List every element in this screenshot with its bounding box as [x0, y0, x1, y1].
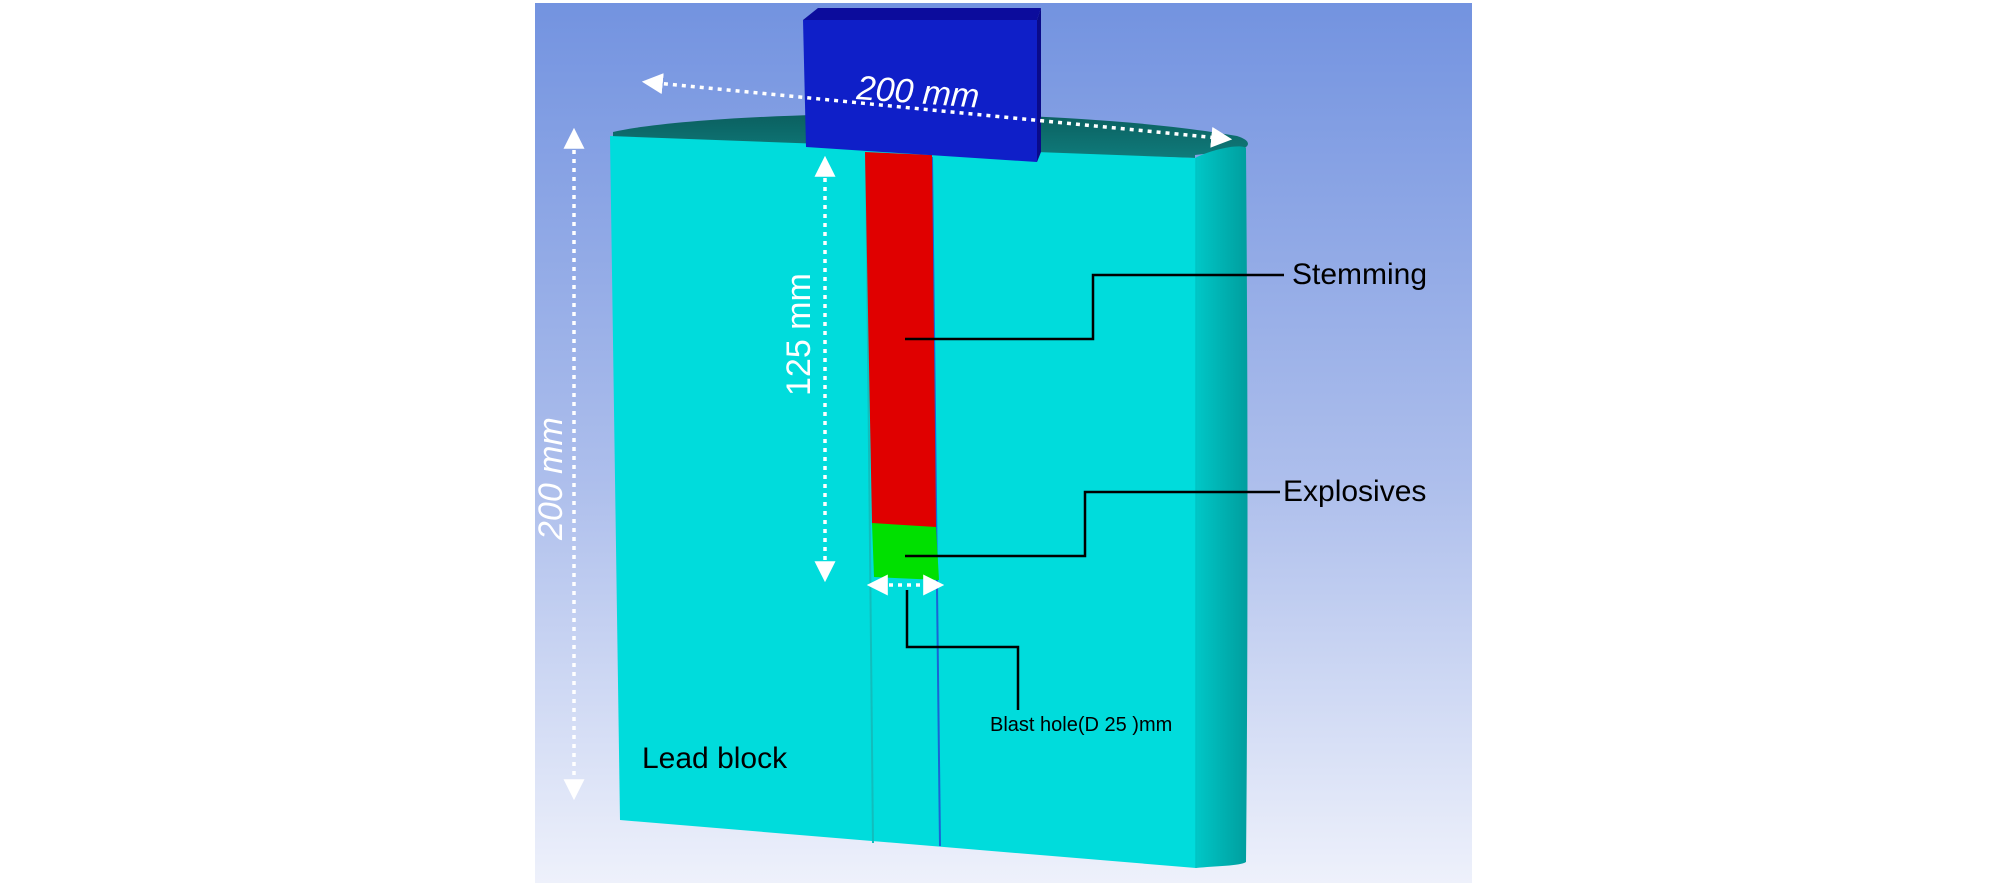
top-width-arrow — [641, 73, 1233, 148]
hole-seam-right — [931, 156, 941, 847]
stemming-leader — [905, 273, 1284, 341]
explosives-leader — [905, 490, 1280, 558]
leader-lines — [905, 273, 1284, 710]
dimension-arrows — [563, 73, 1233, 801]
blast-hole-leader — [905, 590, 1020, 710]
lead-block-label: Lead block — [642, 742, 788, 775]
height-label: 200 mm — [532, 417, 570, 541]
stemming-column — [865, 152, 936, 528]
cap-side — [1037, 8, 1041, 162]
stemming-label: Stemming — [1292, 258, 1427, 291]
top-width-label: 200 mm — [854, 69, 980, 116]
stemming-depth-label: 125 mm — [780, 273, 818, 396]
explosives-label: Explosives — [1283, 475, 1426, 508]
lead-block-side — [1195, 146, 1248, 868]
explosives-charge — [872, 523, 939, 580]
cap-top — [803, 8, 1041, 20]
blast-hole-label: Blast hole(D 25 )mm — [990, 714, 1172, 736]
hole-seam-left — [865, 153, 874, 844]
